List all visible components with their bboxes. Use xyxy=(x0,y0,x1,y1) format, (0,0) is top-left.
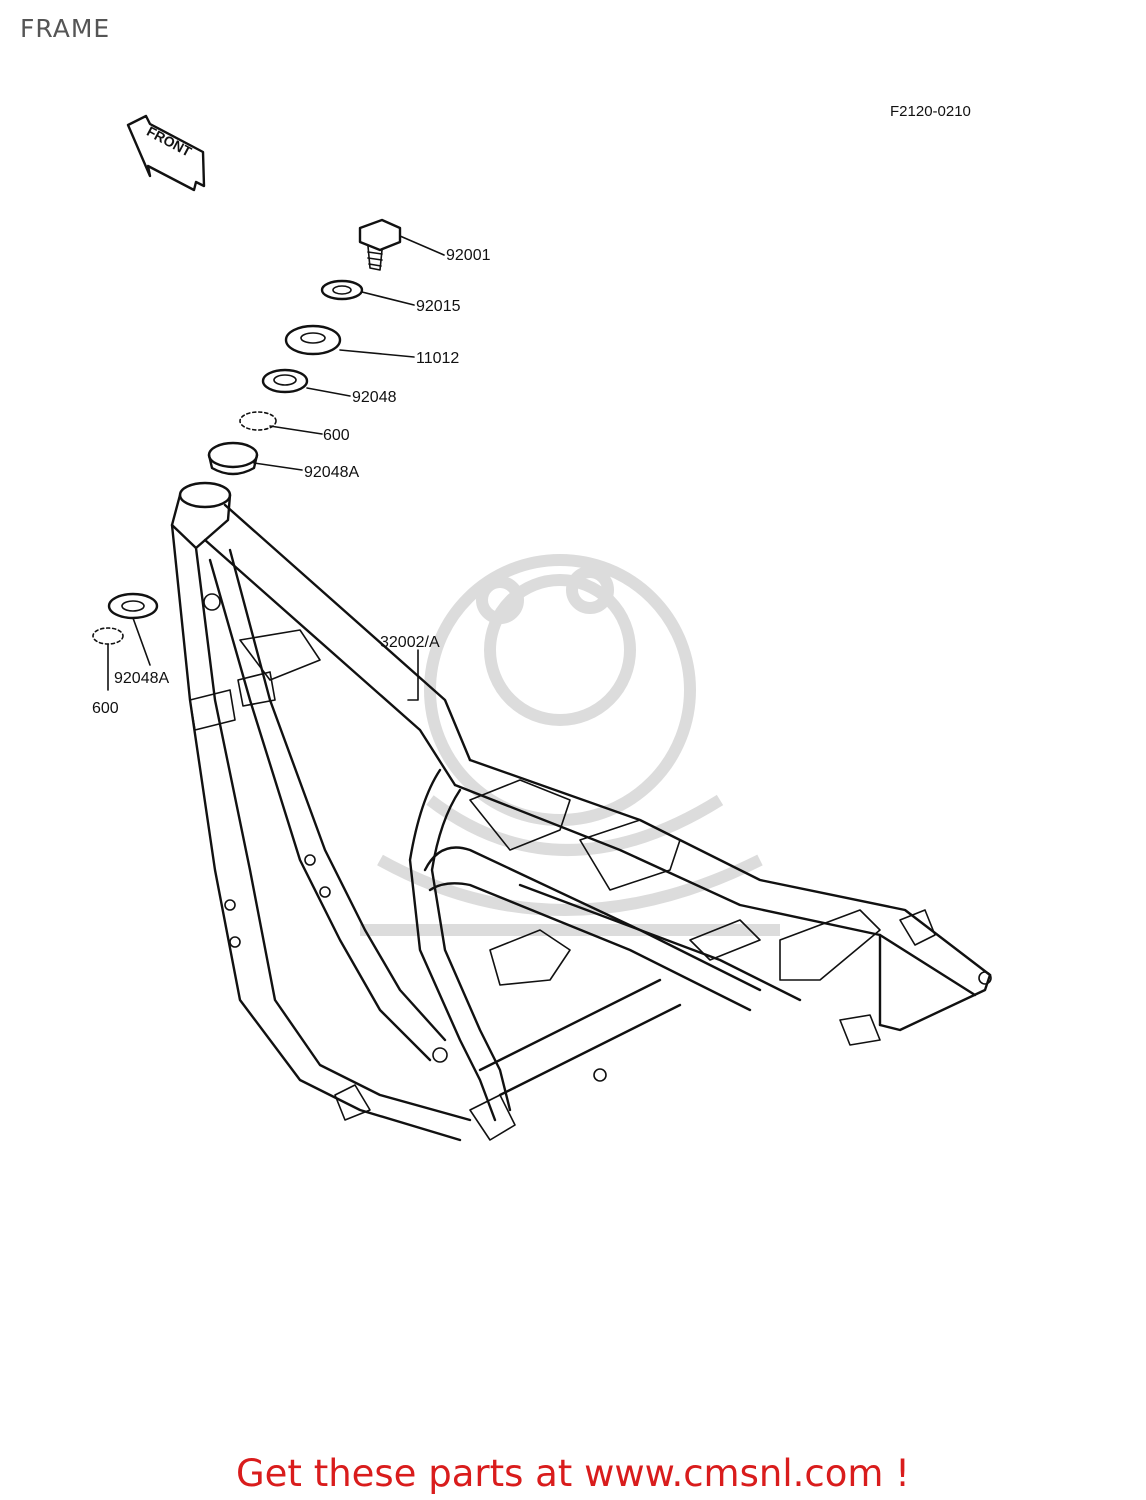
front-arrow-label: FRONT xyxy=(144,123,194,160)
bearing-race-icon xyxy=(261,368,309,394)
part-number-32002-a: 32002/A xyxy=(380,634,440,651)
motorcycle-frame-icon xyxy=(170,481,992,1142)
part-number-92048: 92048 xyxy=(352,389,397,406)
steering-stem-nut-icon xyxy=(284,324,342,356)
part-number-600-side: 600 xyxy=(92,700,119,717)
part-number-92015: 92015 xyxy=(416,298,461,315)
cmsnl-mascot-watermark-icon xyxy=(360,554,780,936)
part-number-600: 600 xyxy=(323,427,350,444)
diagram-code: F2120-0210 xyxy=(890,103,971,120)
steel-balls-icon xyxy=(239,411,277,431)
bolt-icon xyxy=(358,218,402,271)
bearing-race-side-icon xyxy=(107,592,159,620)
steel-balls-side-icon xyxy=(92,627,124,645)
leader-lines xyxy=(107,235,445,701)
front-direction-arrow-icon: FRONT xyxy=(126,114,206,192)
promo-link[interactable]: Get these parts at www.cmsnl.com ! xyxy=(235,1452,910,1495)
part-number-92048a: 92048A xyxy=(304,464,359,481)
page-title: FRAME xyxy=(20,14,111,43)
lock-washer-icon xyxy=(320,279,364,301)
part-number-11012: 11012 xyxy=(416,350,459,367)
bearing-race-lower-icon xyxy=(207,441,259,476)
part-number-92001: 92001 xyxy=(446,247,491,264)
part-number-92048a-side: 92048A xyxy=(114,670,169,687)
